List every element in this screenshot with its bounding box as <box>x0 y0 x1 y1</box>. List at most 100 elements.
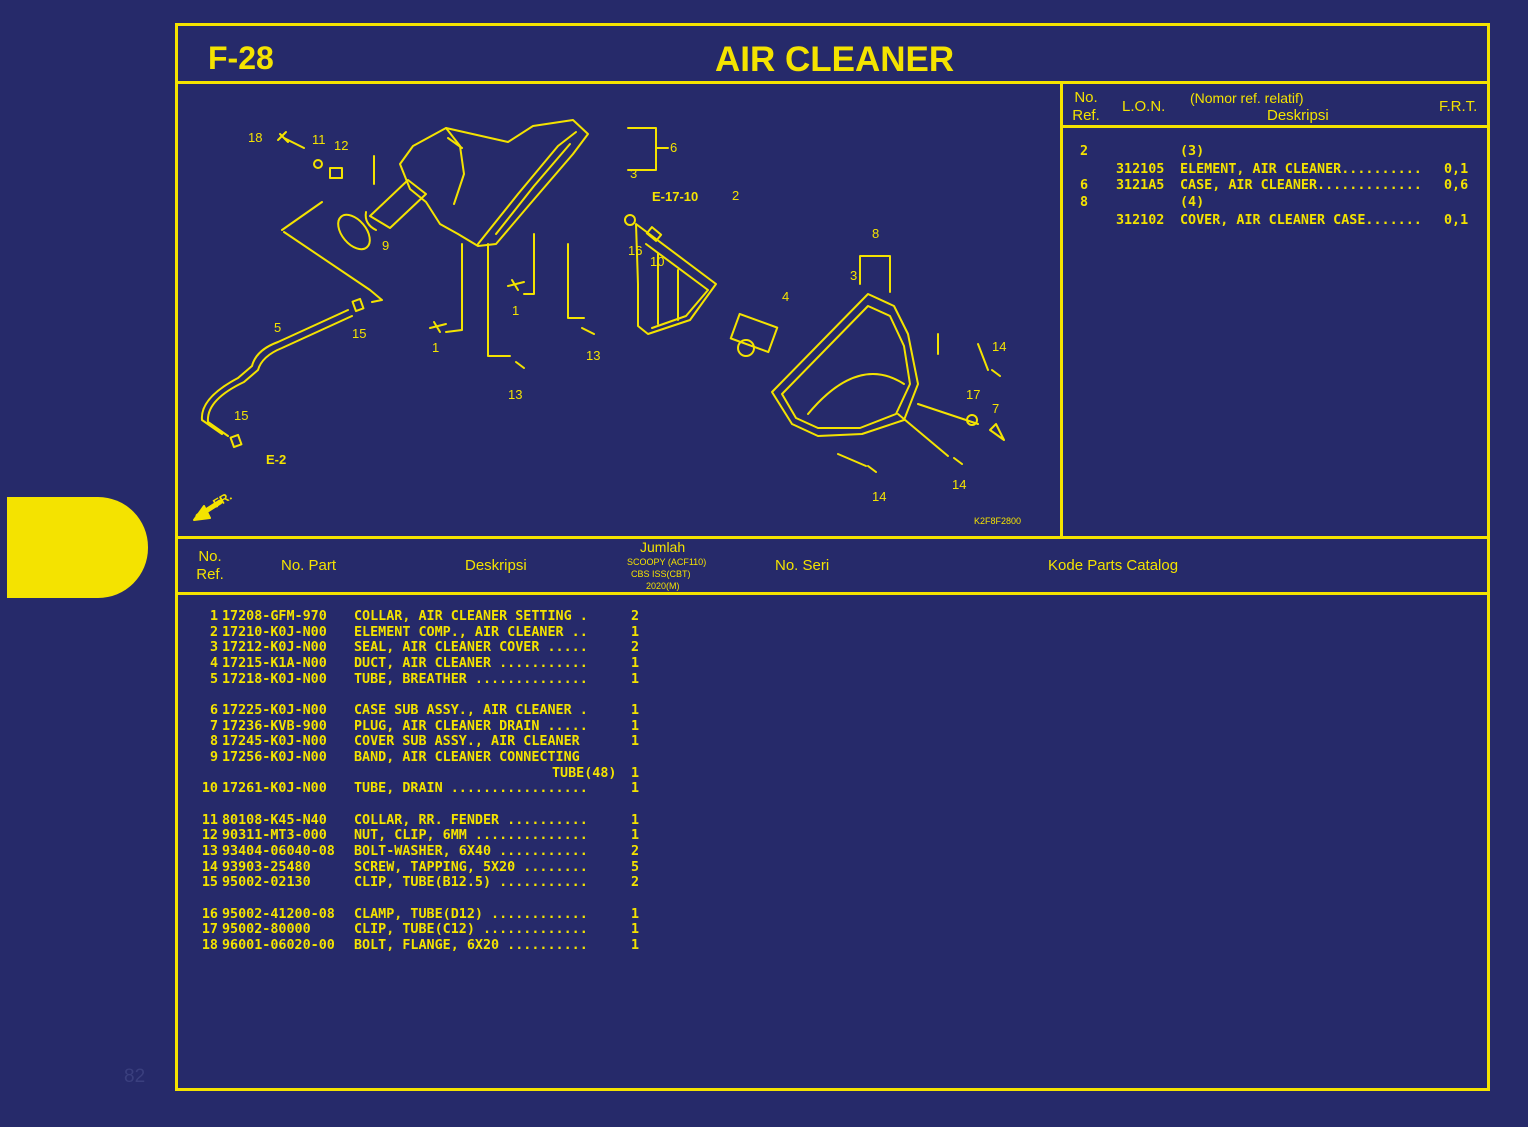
frt-header-nomor: (Nomor ref. relatif) <box>1190 90 1304 106</box>
callout-label: 13 <box>586 348 600 363</box>
part-number: 17245-K0J-N00 <box>222 734 327 749</box>
part-quantity: 1 <box>630 734 640 749</box>
frt-header-frt: F.R.T. <box>1439 98 1478 115</box>
part-number: 95002-41200-08 <box>222 907 335 922</box>
part-quantity: 1 <box>630 766 640 781</box>
part-number: 90311-MT3-000 <box>222 828 327 843</box>
callout-label: 14 <box>872 489 886 504</box>
part-description: SCREW, TAPPING, 5X20 ........ <box>354 860 588 875</box>
callout-label: E-17-10 <box>652 189 698 204</box>
part-ref: 16 <box>201 907 218 922</box>
part-quantity: 1 <box>630 813 640 828</box>
parts-header-no-seri: No. Seri <box>775 557 830 574</box>
part-description: PLUG, AIR CLEANER DRAIN ..... <box>354 719 588 734</box>
part-ref: 2 <box>209 625 218 640</box>
part-number: 17218-K0J-N00 <box>222 672 327 687</box>
frt-header-no-ref: No. Ref. <box>1072 89 1100 124</box>
part-description: CLAMP, TUBE(D12) ............ <box>354 907 588 922</box>
part-description: NUT, CLIP, 6MM .............. <box>354 828 588 843</box>
part-quantity: 2 <box>630 844 640 859</box>
part-quantity: 1 <box>630 672 640 687</box>
parts-header-model-variant: CBS ISS(CBT) <box>631 569 691 579</box>
part-ref: 15 <box>201 875 218 890</box>
exploded-parts-diagram: 18 11 12 6 3 E-17-10 2 8 3 16 10 9 1 4 5… <box>193 119 1021 526</box>
callout-label: 8 <box>872 226 879 241</box>
part-quantity: 2 <box>630 875 640 890</box>
part-number: 80108-K45-N40 <box>222 813 327 828</box>
part-quantity: 1 <box>630 781 640 796</box>
part-description: TUBE, DRAIN ................. <box>354 781 588 796</box>
part-quantity: 1 <box>630 656 640 671</box>
part-description: CLIP, TUBE(B12.5) ........... <box>354 875 588 890</box>
callout-label: 7 <box>992 401 999 416</box>
part-description: COVER SUB ASSY., AIR CLEANER <box>354 734 580 749</box>
air-cleaner-assembly-drawing <box>193 119 1005 521</box>
part-ref: 7 <box>209 719 218 734</box>
part-number: 17208-GFM-970 <box>222 609 327 624</box>
part-quantity: 2 <box>630 609 640 624</box>
callout-label: 16 <box>628 243 642 258</box>
part-description: DUCT, AIR CLEANER ........... <box>354 656 588 671</box>
part-quantity: 1 <box>630 907 640 922</box>
part-quantity: 1 <box>630 703 640 718</box>
part-number: 17225-K0J-N00 <box>222 703 327 718</box>
part-number: 17210-K0J-N00 <box>222 625 327 640</box>
part-number: 17215-K1A-N00 <box>222 656 327 671</box>
part-description: SEAL, AIR CLEANER COVER ..... <box>354 640 588 655</box>
part-quantity: 2 <box>630 640 640 655</box>
page-title: AIR CLEANER <box>715 40 955 79</box>
callout-label: 5 <box>274 320 281 335</box>
section-tab[interactable] <box>7 497 148 598</box>
callout-label: 15 <box>234 408 248 423</box>
parts-header-deskripsi: Deskripsi <box>465 557 527 574</box>
callout-label: 9 <box>382 238 389 253</box>
part-ref: 6 <box>209 703 218 718</box>
callout-label: 3 <box>850 268 857 283</box>
part-ref: 13 <box>201 844 218 859</box>
part-ref: 14 <box>201 860 218 875</box>
part-description: ELEMENT COMP., AIR CLEANER .. <box>354 625 588 640</box>
part-ref: 1 <box>209 609 218 624</box>
callout-label: 1 <box>512 303 519 318</box>
part-ref: 8 <box>209 734 218 749</box>
part-number: 93404-06040-08 <box>222 844 335 859</box>
callout-label: 10 <box>650 254 664 269</box>
callout-label: 12 <box>334 138 348 153</box>
part-description: BAND, AIR CLEANER CONNECTING <box>354 750 580 765</box>
callout-label: 2 <box>732 188 739 203</box>
callout-label: 13 <box>508 387 522 402</box>
parts-header-no-part: No. Part <box>281 557 337 574</box>
callout-label: 11 <box>312 132 326 147</box>
parts-header-jumlah: Jumlah <box>640 539 686 555</box>
part-description: COLLAR, RR. FENDER .......... <box>354 813 588 828</box>
part-quantity: 1 <box>630 828 640 843</box>
catalog-frame <box>175 23 1490 1091</box>
part-description: CLIP, TUBE(C12) ............. <box>354 922 588 937</box>
callout-label: 17 <box>966 387 980 402</box>
description-continuation: TUBE(48) <box>552 766 617 781</box>
part-ref: 10 <box>201 781 218 796</box>
part-quantity: 5 <box>630 860 640 875</box>
part-quantity: 1 <box>630 938 640 953</box>
part-number: 17261-K0J-N00 <box>222 781 327 796</box>
part-ref: 17 <box>201 922 218 937</box>
frt-header-deskripsi: Deskripsi <box>1267 107 1329 124</box>
part-ref: 18 <box>201 938 218 953</box>
divider <box>1060 84 1063 536</box>
divider <box>178 536 1487 539</box>
callout-label: 4 <box>782 289 789 304</box>
part-quantity: 1 <box>630 922 640 937</box>
part-ref: 5 <box>209 672 218 687</box>
part-ref: 12 <box>201 828 218 843</box>
frt-header-lon: L.O.N. <box>1122 98 1166 115</box>
divider <box>1063 125 1487 128</box>
parts-header-model: SCOOPY (ACF110) <box>627 557 707 567</box>
callout-label: 6 <box>670 140 677 155</box>
part-description: BOLT-WASHER, 6X40 ........... <box>354 844 588 859</box>
part-number: 17212-K0J-N00 <box>222 640 327 655</box>
parts-header-model-year: 2020(M) <box>646 581 680 591</box>
callout-label: 3 <box>630 166 637 181</box>
parts-header-kode: Kode Parts Catalog <box>1048 557 1179 574</box>
parts-header-no-ref: No. Ref. <box>196 548 224 583</box>
image-code: K2F8F2800 <box>974 516 1021 526</box>
